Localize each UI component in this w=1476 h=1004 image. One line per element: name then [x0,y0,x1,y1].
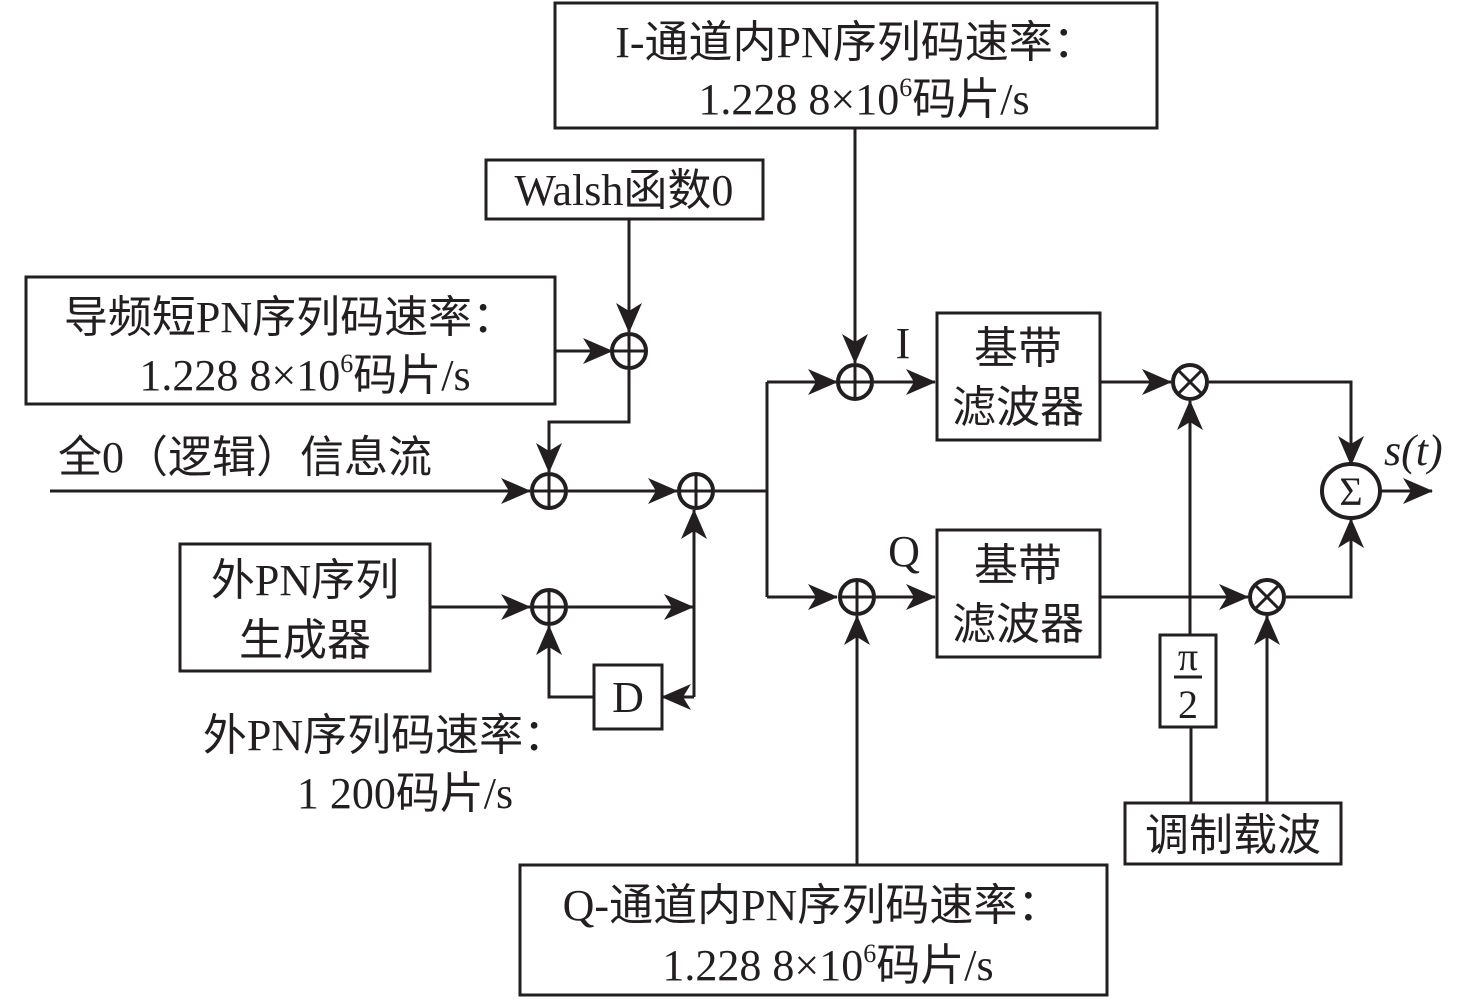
xor-outer-feedback [530,588,568,626]
xor1-to-xor2 [536,370,631,473]
summer: Σ [1320,462,1382,520]
outer-pn-generator-line2: 生成器 [239,616,371,665]
i-channel-pn-block: I-通道内PN序列码速率： 1.228 8×106码片/s [553,1,1159,130]
delay-to-xor4 [536,625,594,699]
modulation-carrier-label: 调制载波 [1145,811,1321,860]
xor-outer [677,472,715,510]
i-branch-label: I [896,319,911,368]
xor-q-channel [838,578,876,616]
phase-shift-denominator: 2 [1178,682,1198,727]
outer-pn-rate-value: 1 200码片/s [297,769,513,818]
filter-q-line2: 滤波器 [952,600,1084,649]
walsh-function-label: Walsh函数0 [515,166,734,215]
modulation-carrier-block: 调制载波 [1123,801,1343,866]
pilot-short-pn-block: 导频短PN序列码速率： 1.228 8×106码片/s [24,275,557,406]
phase-shift-numerator: π [1178,634,1198,679]
multiplier-i [1171,363,1209,401]
sum-symbol: Σ [1339,469,1362,514]
phase-shift-block: π 2 [1158,633,1218,729]
xor-i-channel [836,363,874,401]
filter-i-line1: 基带 [974,324,1062,373]
outer-pn-rate-title: 外PN序列码速率： [203,711,567,760]
mult-q-to-sum [1286,518,1364,599]
i-channel-pn-rate: 1.228 8×106码片/s [698,73,1029,124]
input-stream-label: 全0（逻辑）信息流 [58,433,432,482]
xor-pilot-walsh [610,332,648,370]
filter-q-line1: 基带 [974,541,1062,590]
i-channel-pn-title: I-通道内PN序列码速率： [615,18,1097,67]
xor-input [530,472,568,510]
q-channel-pn-rate: 1.228 8×106码片/s [662,939,993,990]
delay-block: D [592,663,664,731]
outer-pn-generator-block: 外PN序列 生成器 [178,542,432,673]
output-signal-label: s(t) [1384,426,1443,475]
walsh-function-block: Walsh函数0 [484,158,765,221]
q-channel-pn-title: Q-通道内PN序列码速率： [563,881,1062,930]
multiplier-q [1248,578,1286,616]
delay-label: D [612,673,644,722]
pilot-short-pn-rate: 1.228 8×106码片/s [139,349,470,400]
q-channel-pn-block: Q-通道内PN序列码速率： 1.228 8×106码片/s [518,863,1109,997]
q-branch-label: Q [888,527,920,576]
filter-i-line2: 滤波器 [952,383,1084,432]
baseband-filter-i: 基带 滤波器 [935,311,1102,442]
mult-i-to-sum [1209,380,1364,466]
baseband-filter-q: 基带 滤波器 [935,528,1102,659]
outer-pn-generator-line1: 外PN序列 [211,556,399,605]
pilot-short-pn-title: 导频短PN序列码速率： [64,293,516,342]
connections [50,128,1433,865]
